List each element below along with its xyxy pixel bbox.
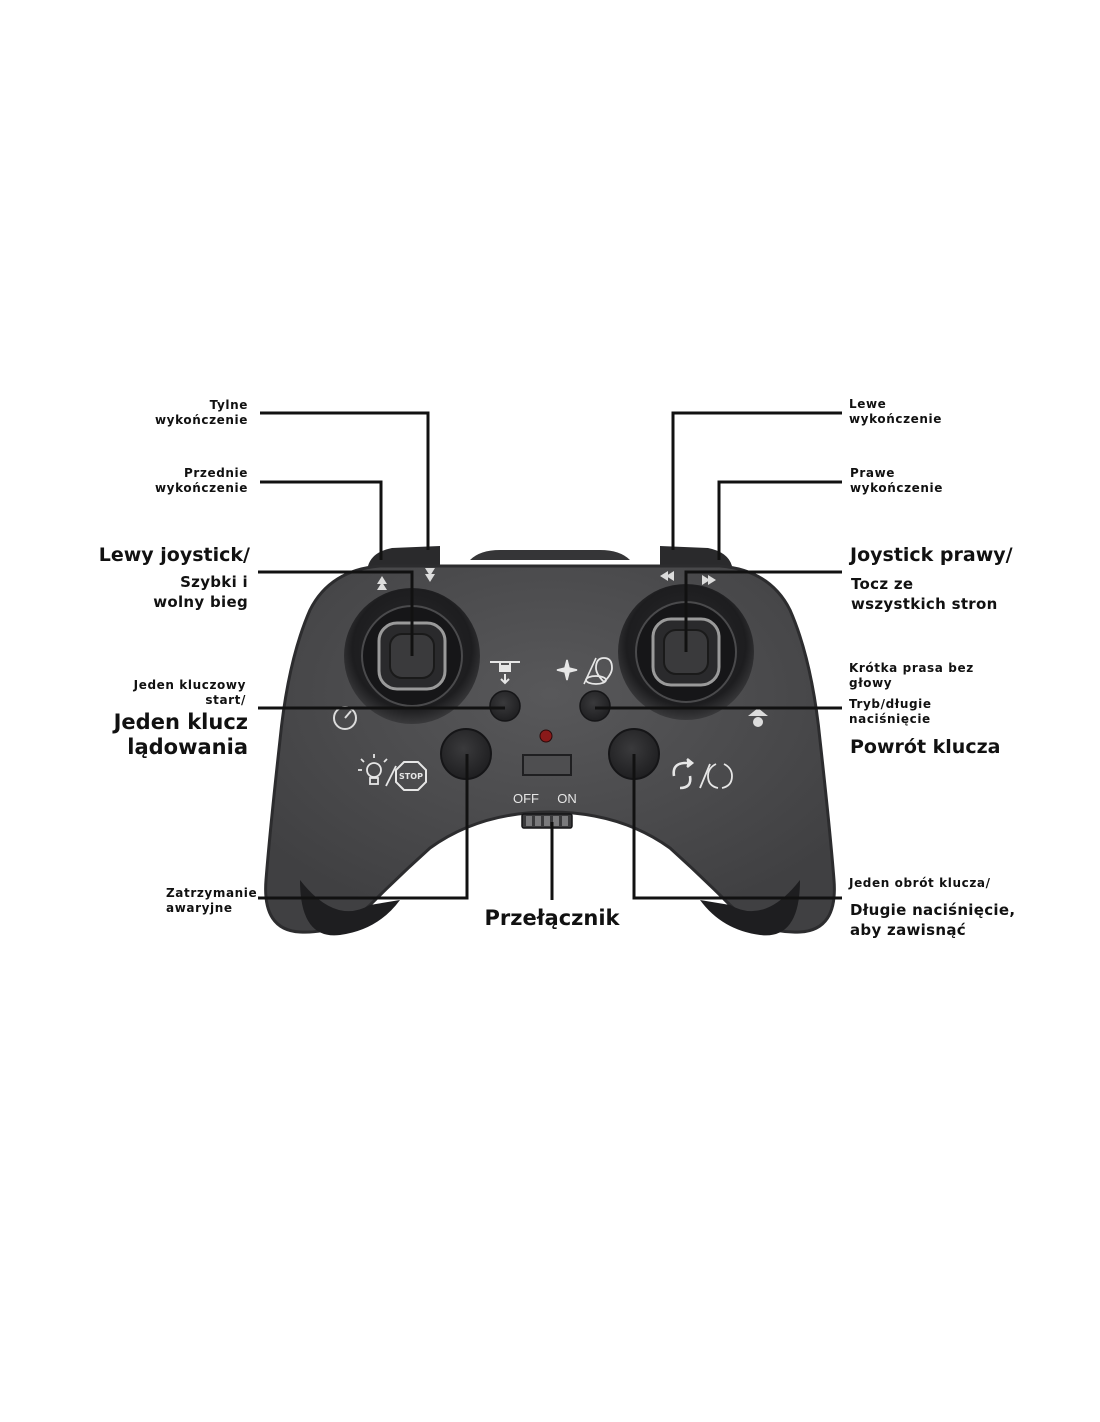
roll-label: Tocz ze wszystkich stron xyxy=(851,575,998,613)
stop-icon: STOP xyxy=(395,761,427,791)
emergency-stop-label: Zatrzymanie awaryjne xyxy=(166,886,258,915)
takeoff-label: Jeden kluczowy start/ xyxy=(133,678,246,707)
rotate-icon xyxy=(672,757,695,790)
hover-label: Długie naciśnięcie, aby zawisnąć xyxy=(850,901,1016,939)
takeoff-landing-button[interactable] xyxy=(489,690,521,722)
rear-trim-label: Tylne wykończenie xyxy=(155,398,248,427)
arrow-right-icon xyxy=(702,575,716,585)
return-icon xyxy=(699,763,733,789)
right-joystick-label: Joystick prawy/ xyxy=(850,544,1013,566)
status-window xyxy=(522,754,572,776)
shoulder-bumpers[interactable] xyxy=(368,546,732,566)
headless-label: Krótka prasa bez głowy xyxy=(849,661,974,690)
speed-label: Szybki i wolny bieg xyxy=(153,573,248,611)
headless-icon xyxy=(748,708,768,727)
rotation-label: Jeden obrót klucza/ xyxy=(849,876,991,890)
switch-off-label: OFF xyxy=(513,791,539,806)
location-icon xyxy=(585,657,613,685)
mode-label: Tryb/długie naciśnięcie xyxy=(849,697,932,726)
arrow-left-icon xyxy=(660,571,674,581)
controller-body xyxy=(264,564,836,934)
landing-label: Jeden klucz lądowania xyxy=(113,710,248,759)
takeoff-drone-icon xyxy=(490,661,520,685)
power-switch-label: Przełącznik xyxy=(484,906,620,930)
right-grip xyxy=(700,880,800,936)
light-icon xyxy=(358,754,397,787)
arrow-down-icon xyxy=(425,568,435,582)
left-joystick-label: Lewy joystick/ xyxy=(98,544,250,566)
left-grip xyxy=(300,880,400,936)
leader-lines xyxy=(258,411,842,900)
power-switch[interactable] xyxy=(521,813,573,829)
front-trim-label: Przednie wykończenie xyxy=(155,466,248,495)
arrow-up-icon xyxy=(377,576,387,590)
left-trim-label: Lewe wykończenie xyxy=(849,397,942,426)
stop-icon-text: STOP xyxy=(399,772,423,781)
switch-on-label: ON xyxy=(557,791,577,806)
return-key-label: Powrót klucza xyxy=(850,736,1001,758)
power-led xyxy=(539,729,553,743)
right-trim-label: Prawe wykończenie xyxy=(850,466,943,495)
headless-mode-button[interactable] xyxy=(579,690,611,722)
